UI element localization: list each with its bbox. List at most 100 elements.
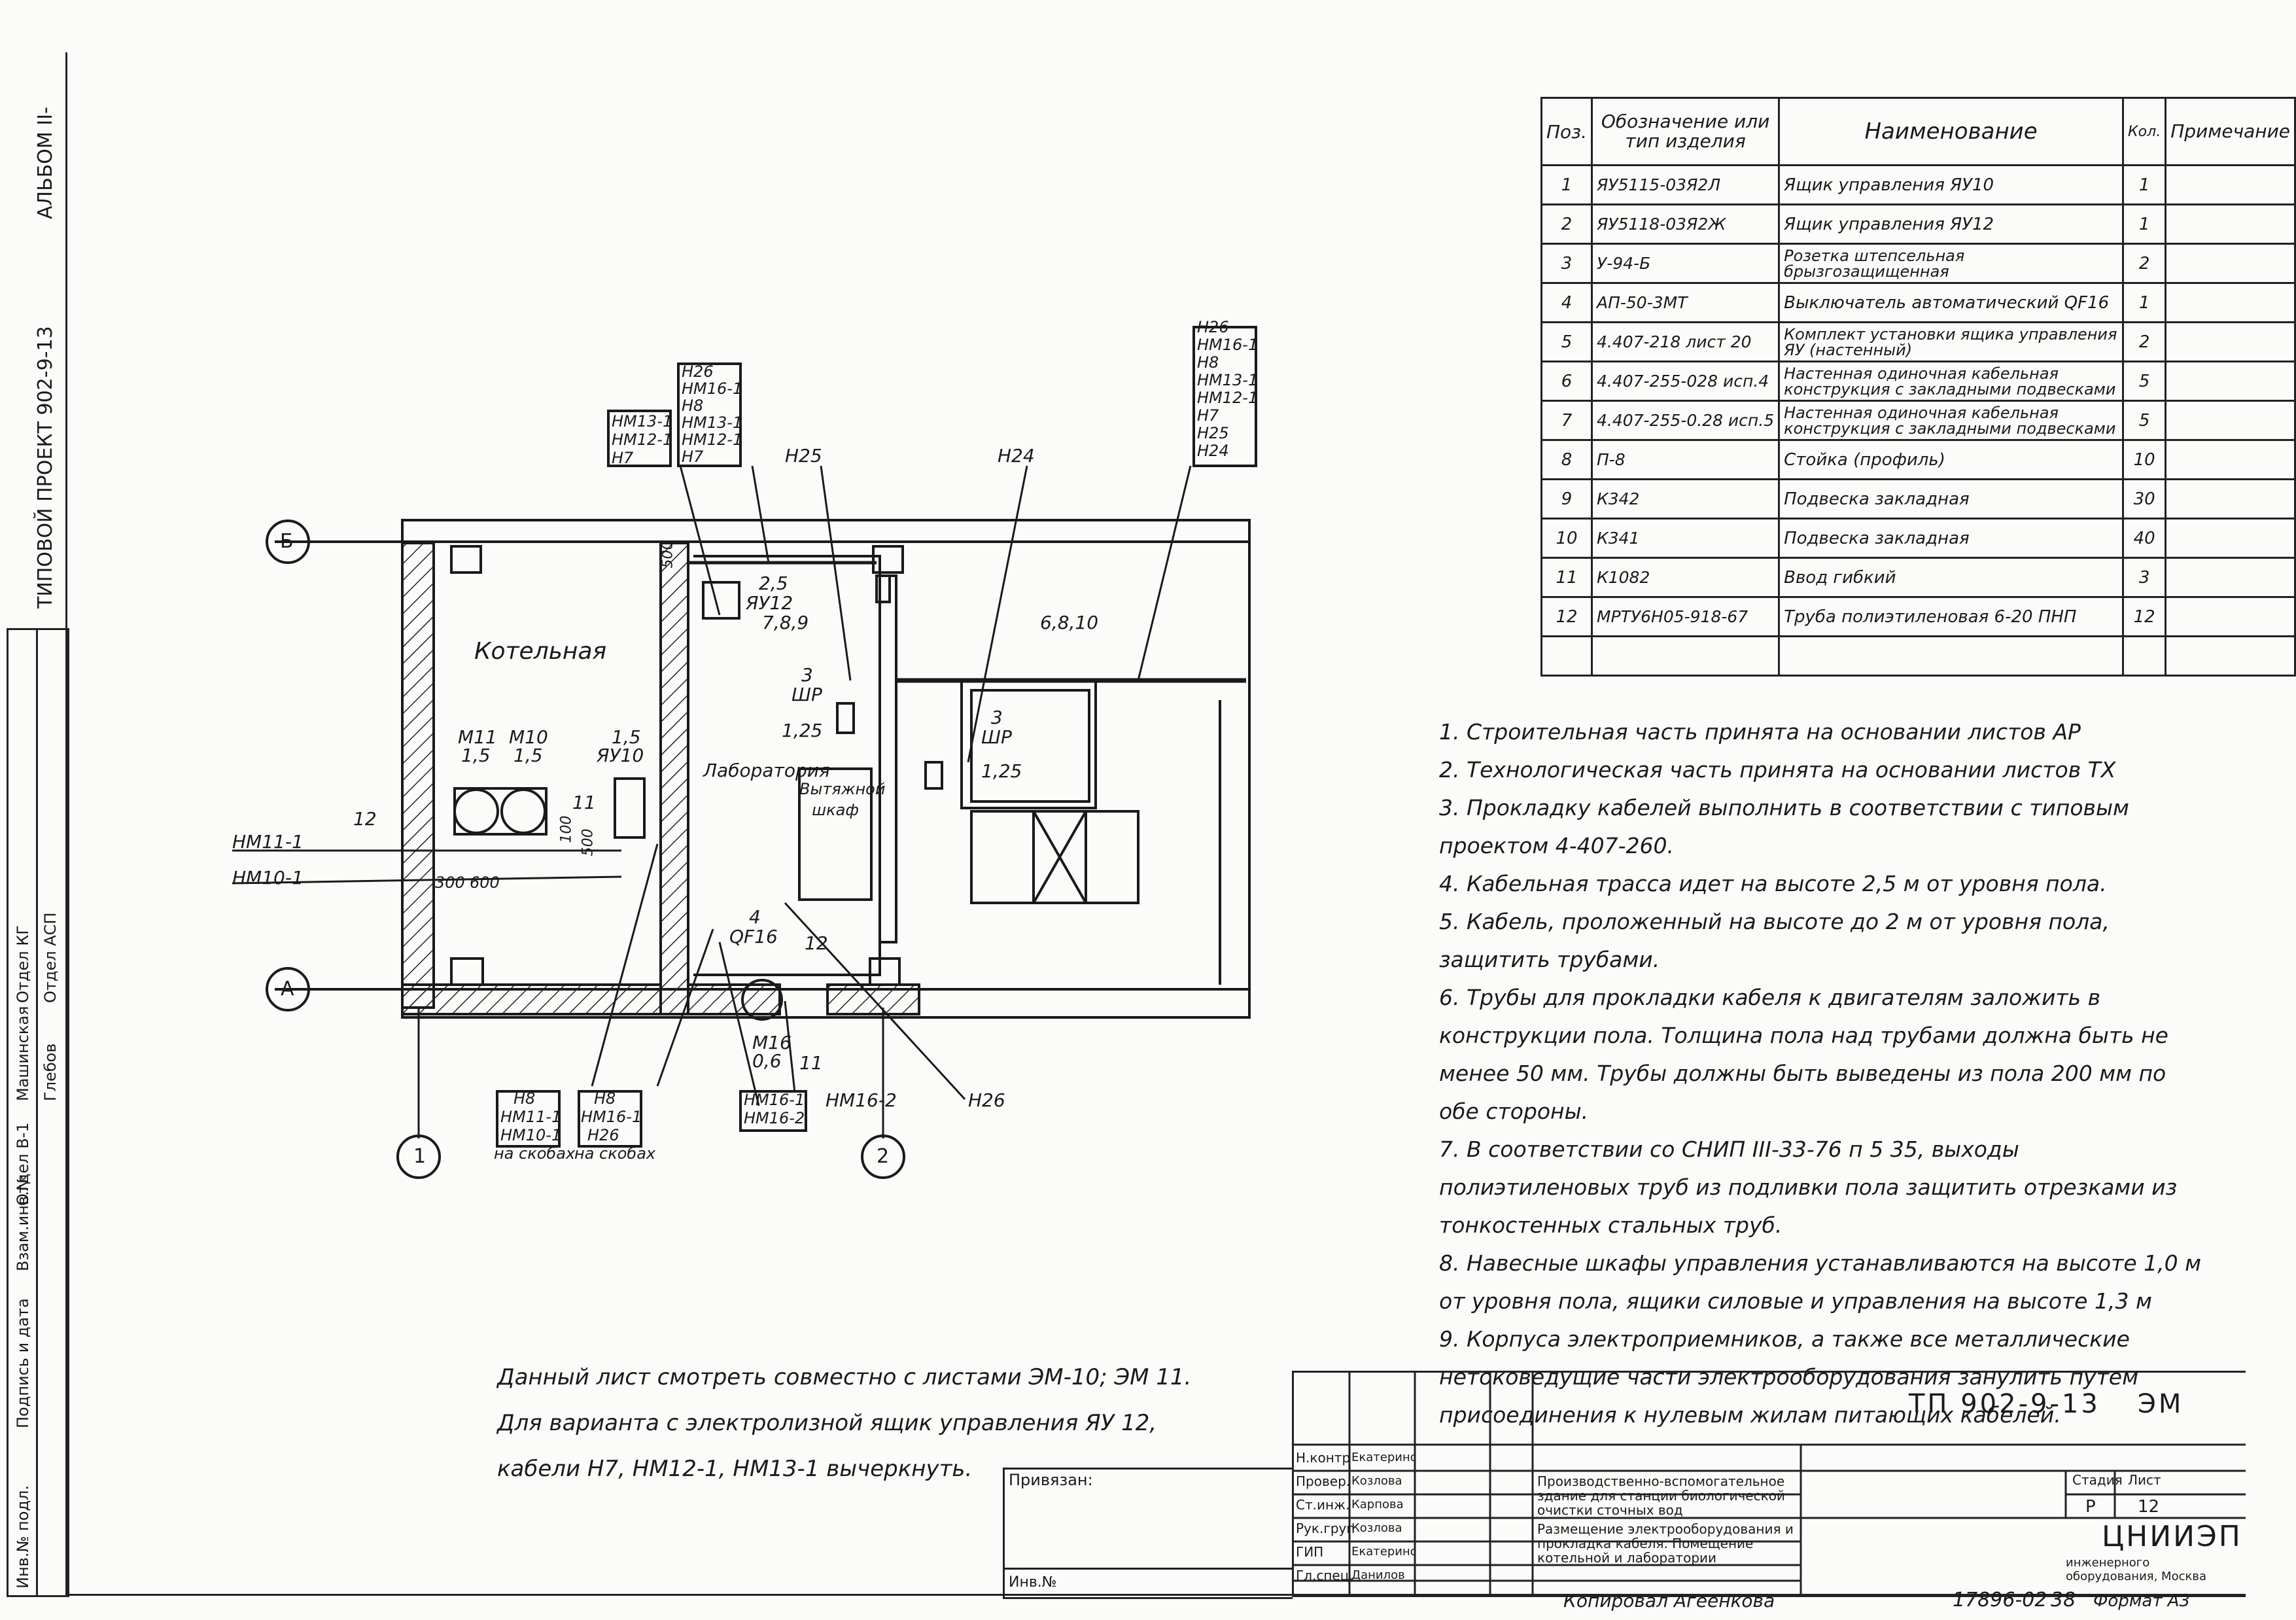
- th-designation: Обозначение или тип изделия: [1590, 97, 1781, 166]
- spec-cell: МРТУ6Н05-918-67: [1590, 596, 1781, 637]
- left-approval-strip: Инв.№ подл. Подпись и дата Взам.инв.№ От…: [7, 628, 69, 1597]
- spec-cell: Ящик управления ЯУ10: [1778, 164, 2125, 205]
- yu12-positions: 7,8,9: [762, 612, 809, 633]
- spec-cell: Подвеска закладная: [1778, 518, 2125, 559]
- sr2-pos: 3: [991, 707, 1003, 728]
- spec-cell: [2165, 282, 2296, 323]
- spec-cell: 4: [1540, 282, 1593, 323]
- cable-group-item: НМ16-1: [744, 1091, 805, 1109]
- stamp-title-2: Размещение электрооборудования и проклад…: [1537, 1521, 1794, 1566]
- doc-code: ТП 902-9-13: [1909, 1389, 2100, 1419]
- org-sub: инженерного оборудования, Москва: [2066, 1556, 2206, 1583]
- org-name: ЦНИИЭП: [2102, 1520, 2242, 1553]
- fume-hood-label: Вытяжной шкаф: [799, 780, 886, 819]
- bottom-note-2: Для варианта с электролизной ящик управл…: [497, 1410, 1157, 1436]
- dim-600: 600: [470, 873, 500, 892]
- note-2: 2. Технологическая часть принята на осно…: [1439, 757, 2116, 783]
- spec-cell: [2165, 596, 2296, 637]
- spec-cell: [2165, 557, 2296, 598]
- spec-cell: 12: [1540, 596, 1593, 637]
- spec-cell: [2165, 164, 2296, 205]
- cable-group-item: НМ16-1: [1197, 336, 1259, 354]
- stage-label: Стадия: [2072, 1472, 2123, 1488]
- cable-group-top-right: Н26 НМ16-1 Н8 НМ13-1 НМ12-1 Н7 Н25 Н24: [1197, 319, 1258, 460]
- note-8: 8. Навесные шкафы управления устанавлива…: [1439, 1250, 2201, 1314]
- m10-value: 1,5: [513, 745, 543, 766]
- drawing-frame: [65, 52, 2246, 1596]
- dim-300: 300: [435, 873, 465, 892]
- spec-cell: [2165, 518, 2296, 559]
- spec-cell: [2165, 321, 2296, 362]
- stamp-title-1: Производственно-вспомогательное здание д…: [1537, 1473, 1785, 1518]
- spec-cell: 2: [2122, 321, 2167, 362]
- bottom-note-3: кабели Н7, НМ12-1, НМ13-1 вычеркнуть.: [497, 1456, 973, 1482]
- spec-cell: [2165, 400, 2296, 441]
- spec-cell: 4.407-218 лист 20: [1590, 321, 1781, 362]
- cable-h26-right: Н26: [968, 1089, 1005, 1111]
- spec-cell: 5: [2122, 400, 2167, 441]
- callout-12a: 12: [353, 808, 377, 830]
- spec-cell: Настенная одиночная кабельная конструкци…: [1778, 361, 2125, 402]
- cable-group-item: Н7: [612, 449, 634, 467]
- callout-11b: 11: [799, 1052, 823, 1074]
- spec-cell: ЯУ5115-03Я2Л: [1590, 164, 1781, 205]
- dim-500a: 500: [659, 540, 676, 569]
- title-block: ТП 902-9-13 ЭМ Привязан: Инв.№ Н.контр П…: [1003, 1371, 2246, 1599]
- privyazan-box: Привязан: Инв.№: [1003, 1468, 1293, 1599]
- cable-group-item: НМ12-1: [1197, 389, 1259, 407]
- cable-group-item: НМ16-1: [581, 1108, 642, 1126]
- spec-cell: [1590, 635, 1781, 677]
- note-3: 3. Прокладку кабелей выполнить в соответ…: [1439, 795, 2129, 858]
- spec-cell: 1: [2122, 164, 2167, 205]
- note-6: 6. Трубы для прокладки кабеля к двигател…: [1439, 985, 2168, 1124]
- m11-label: М11: [458, 726, 497, 748]
- spec-cell: 6: [1540, 361, 1593, 402]
- spec-cell: 5: [1540, 321, 1593, 362]
- cable-group-item: Н26: [682, 362, 714, 381]
- axis-bubble-b: [266, 519, 310, 564]
- yu12-height: 2,5: [759, 572, 788, 594]
- spec-cell: 5: [2122, 361, 2167, 402]
- spec-cell: К342: [1590, 478, 1781, 519]
- name-6: Данилов: [1351, 1568, 1405, 1582]
- role-4: Рук.груп: [1296, 1521, 1355, 1536]
- spec-cell: Подвеска закладная: [1778, 478, 2125, 519]
- name-4: Козлова: [1351, 1521, 1402, 1535]
- spec-cell: П-8: [1590, 439, 1781, 480]
- spec-cell: Труба полиэтиленовая 6-20 ПНП: [1778, 596, 2125, 637]
- spec-cell: 7: [1540, 400, 1593, 441]
- name-2: Козлова: [1351, 1474, 1402, 1488]
- spec-cell: 11: [1540, 557, 1593, 598]
- cable-group-item: НМ12-1: [682, 431, 743, 449]
- callout-12b: 12: [805, 932, 828, 954]
- th-pos: Поз.: [1540, 97, 1593, 166]
- spec-cell: 30: [2122, 478, 2167, 519]
- cable-group-bottom-3: НМ16-1 НМ16-2: [744, 1091, 805, 1127]
- m16-value: 0,6: [752, 1050, 782, 1072]
- spec-cell: 1: [1540, 164, 1593, 205]
- sr1-label: ШР: [791, 684, 822, 705]
- spec-cell: [2165, 635, 2296, 677]
- yu10-height: 1,5: [612, 726, 641, 748]
- role-6: Гл.спец.: [1296, 1568, 1353, 1583]
- cable-group-item: Н26: [587, 1126, 619, 1144]
- spec-cell: 8: [1540, 439, 1593, 480]
- note-9: 9. Корпуса электроприемников, а также вс…: [1439, 1326, 2139, 1428]
- bottom-note-1: Данный лист смотреть совместно с листами…: [497, 1364, 1192, 1390]
- stage-value: Р: [2085, 1497, 2096, 1517]
- copied-by: Копировал Агеенкова: [1563, 1590, 1775, 1611]
- th-qty: Кол.: [2122, 97, 2167, 166]
- sr2-label: ШР: [981, 726, 1012, 748]
- spec-cell: [2165, 478, 2296, 519]
- cable-group-item: НМ10-1: [500, 1126, 562, 1144]
- note-4: 4. Кабельная трасса идет на высоте 2,5 м…: [1439, 871, 2107, 896]
- cable-group-bottom-1: Н8 НМ11-1 НМ10-1 на скобах: [494, 1089, 575, 1163]
- room-lab-label: Лаборатория: [703, 760, 830, 781]
- cable-group-item: НМ13-1: [612, 412, 673, 431]
- cable-group-item: НМ11-1: [500, 1108, 562, 1126]
- m10-label: М10: [509, 726, 548, 748]
